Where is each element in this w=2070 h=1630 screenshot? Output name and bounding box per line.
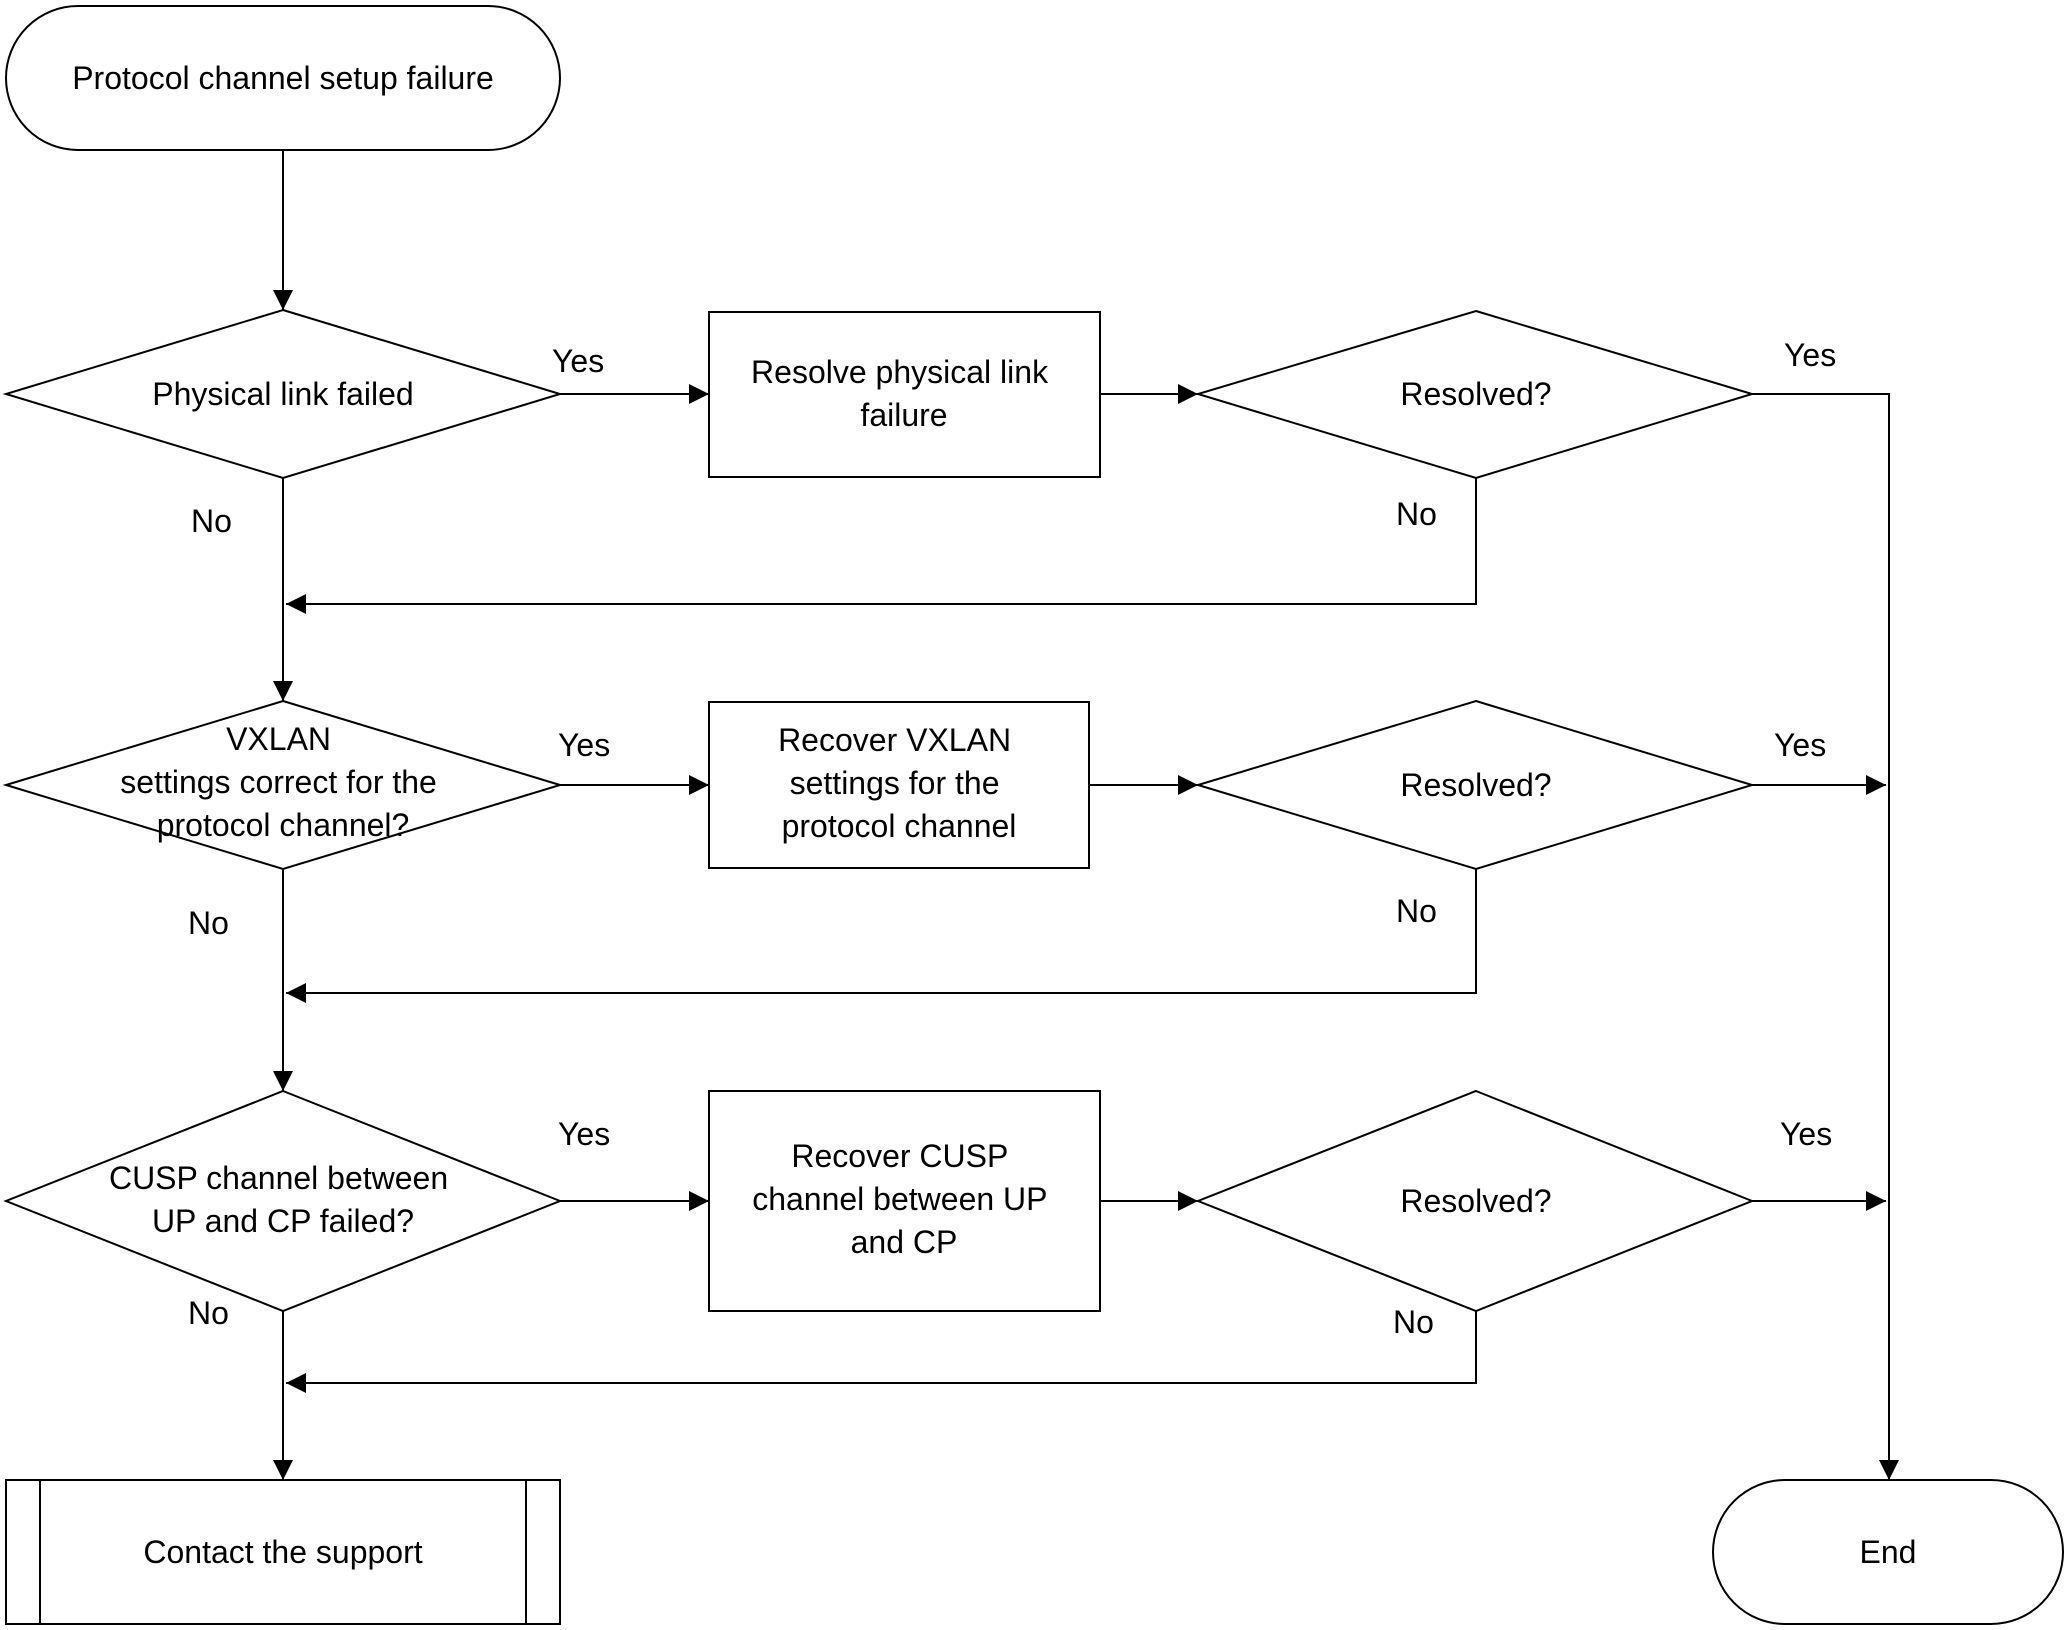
action-recover-vxlan: Recover VXLAN settings for the protocol … — [708, 701, 1090, 869]
decision-cusp-channel: CUSP channel between UP and CP failed? — [3, 1089, 563, 1313]
action-resolve-physical-link: Resolve physical link failure — [708, 311, 1101, 478]
label-check1-no: No — [1396, 496, 1437, 532]
label-vxlan-no: No — [188, 905, 229, 941]
label-check3-no: No — [1393, 1304, 1434, 1340]
label-check2-no: No — [1396, 893, 1437, 929]
branch-labels: Yes No Yes No Yes No Yes No Yes No Yes N… — [188, 337, 1836, 1340]
decision-cusp-channel-label: CUSP channel between UP and CP failed? — [109, 1160, 457, 1239]
label-check2-yes: Yes — [1774, 727, 1826, 763]
edge-check2-no — [286, 869, 1477, 1003]
label-cusp-no: No — [188, 1295, 229, 1331]
check-resolved-2-label: Resolved? — [1400, 767, 1551, 803]
label-cusp-yes: Yes — [558, 1116, 610, 1152]
check-resolved-1: Resolved? — [1194, 309, 1756, 480]
label-physical-no: No — [191, 503, 232, 539]
decision-physical-link: Physical link failed — [2, 308, 564, 480]
label-check1-yes: Yes — [1784, 337, 1836, 373]
contact-support-label: Contact the support — [143, 1534, 422, 1570]
edge-check1-no — [286, 478, 1477, 614]
edge-check3-no — [286, 1311, 1477, 1393]
label-vxlan-yes: Yes — [558, 727, 610, 763]
check-resolved-3: Resolved? — [1195, 1089, 1755, 1313]
decision-physical-link-label: Physical link failed — [152, 376, 413, 412]
action-resolve-physical-link-label: Resolve physical link failure — [751, 354, 1057, 433]
check-resolved-3-label: Resolved? — [1400, 1183, 1551, 1219]
connectors — [273, 150, 1899, 1480]
end-node: End — [1712, 1479, 2064, 1625]
edge-check1-yes-to-end — [1752, 393, 1899, 1480]
start-node: Protocol channel setup failure — [5, 5, 561, 151]
action-recover-cusp-label: Recover CUSP channel between UP and CP — [752, 1138, 1056, 1260]
label-check3-yes: Yes — [1780, 1116, 1832, 1152]
decision-vxlan-settings: VXLAN settings correct for the protocol … — [2, 699, 564, 871]
check-resolved-2: Resolved? — [1194, 699, 1756, 871]
check-resolved-1-label: Resolved? — [1400, 376, 1551, 412]
end-label: End — [1860, 1534, 1917, 1570]
label-physical-yes: Yes — [552, 343, 604, 379]
decision-vxlan-settings-label: VXLAN settings correct for the protocol … — [120, 721, 445, 843]
action-recover-vxlan-label: Recover VXLAN settings for the protocol … — [778, 722, 1020, 844]
start-label: Protocol channel setup failure — [72, 60, 494, 96]
action-recover-cusp: Recover CUSP channel between UP and CP — [708, 1090, 1101, 1312]
contact-support-node: Contact the support — [5, 1479, 561, 1625]
